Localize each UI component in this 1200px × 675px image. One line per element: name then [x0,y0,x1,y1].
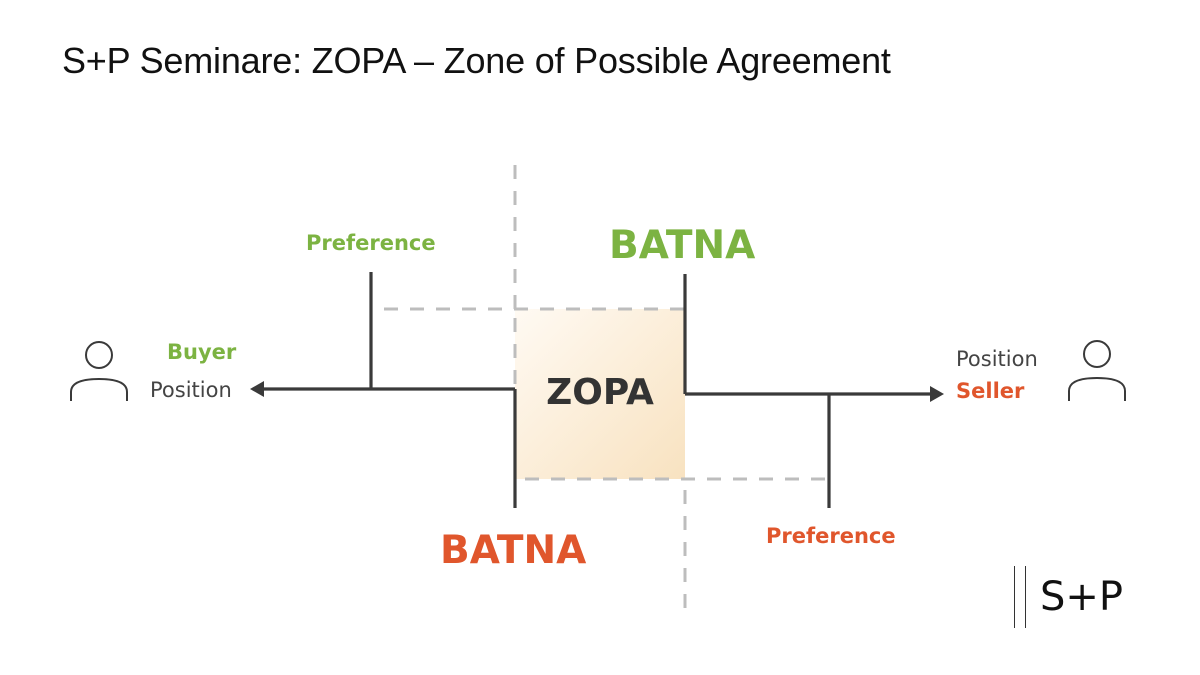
seller-person-icon [1068,340,1126,401]
sp-logo: S+P [1014,566,1123,628]
zopa-zone [515,309,685,479]
buyer-preference-label: Preference [306,231,436,255]
seller-batna-label: BATNA [609,223,756,268]
buyer-position-line [262,272,517,508]
right-arrowhead [930,386,944,402]
logo-text: S+P [1040,574,1124,620]
zopa-label: ZOPA [546,372,654,413]
slide-title: S+P Seminare: ZOPA – Zone of Possible Ag… [62,40,891,81]
seller-position-label: Position [956,347,1038,371]
left-arrowhead [250,381,264,397]
dashed-guides [384,165,828,615]
buyer-batna-label: BATNA [440,528,587,573]
buyer-position-label: Position [150,378,232,402]
buyer-role-label: Buyer [167,340,237,364]
seller-position-line [683,274,932,508]
buyer-person-icon [70,341,128,401]
logo-bars-icon [1014,566,1026,628]
seller-preference-label: Preference [766,524,896,548]
seller-role-label: Seller [956,379,1025,403]
